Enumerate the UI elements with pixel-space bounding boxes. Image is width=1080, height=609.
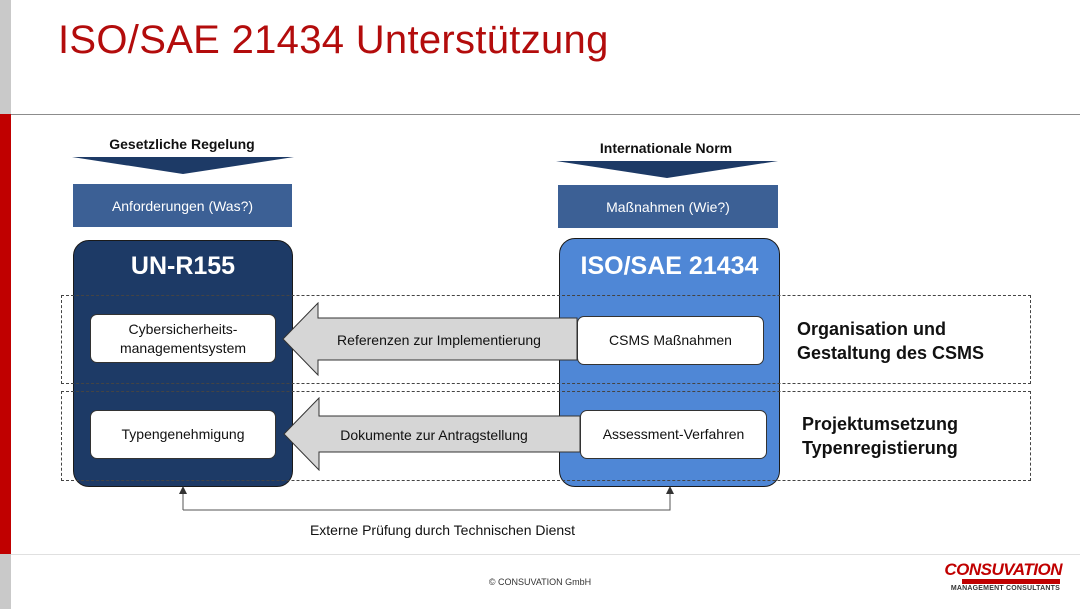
row-2-label-line1: Projektumsetzung (802, 414, 959, 434)
copyright-text: © CONSUVATION GmbH (488, 577, 592, 587)
row-2-dashed-frame (61, 391, 1031, 481)
right-header-arrow (556, 161, 778, 178)
row-2-label-line2: Typenregistierung (802, 438, 958, 458)
slide-title: ISO/SAE 21434 Unterstützung (58, 18, 609, 62)
left-header-label: Gesetzliche Regelung (109, 136, 255, 152)
un-r155-title: UN-R155 (130, 252, 236, 280)
consuvation-logo-text: CONSUVATION (944, 560, 1062, 579)
footer-divider (11, 554, 1080, 555)
row-1-dashed-frame (61, 295, 1031, 384)
left-accent-grey-bottom (0, 554, 11, 609)
arrow-references (282, 302, 578, 377)
arrow-documents-label: Dokumente zur Antragstellung (340, 427, 528, 443)
title-divider (11, 114, 1080, 115)
row-1-label-line2: Gestaltung des CSMS (797, 343, 985, 363)
logo-subtitle: MANAGEMENT CONSULTANTS (950, 585, 1060, 592)
external-review-label: Externe Prüfung durch Technischen Dienst (309, 522, 576, 538)
csms-measures-box: CSMS Maßnahmen (577, 316, 764, 365)
assessment-box: Assessment-Verfahren (580, 410, 767, 459)
row-1-label-line1: Organisation und (797, 319, 947, 339)
iso-block-title: ISO/SAE 21434 (580, 252, 759, 280)
arrow-references-label: Referenzen zur Implementierung (337, 332, 541, 348)
csms-item-box: Cybersicherheits- managementsystem (90, 314, 276, 363)
right-sub-box: Maßnahmen (Wie?) (558, 185, 778, 228)
left-sub-box: Anforderungen (Was?) (73, 184, 292, 227)
left-header-arrow (72, 157, 294, 174)
right-header-label: Internationale Norm (599, 140, 733, 156)
external-review-connector (179, 486, 674, 511)
logo-strip (962, 579, 1060, 584)
type-approval-box: Typengenehmigung (90, 410, 276, 459)
arrow-documents (283, 397, 581, 471)
left-accent-red (0, 114, 11, 554)
left-accent-grey-top (0, 0, 11, 114)
